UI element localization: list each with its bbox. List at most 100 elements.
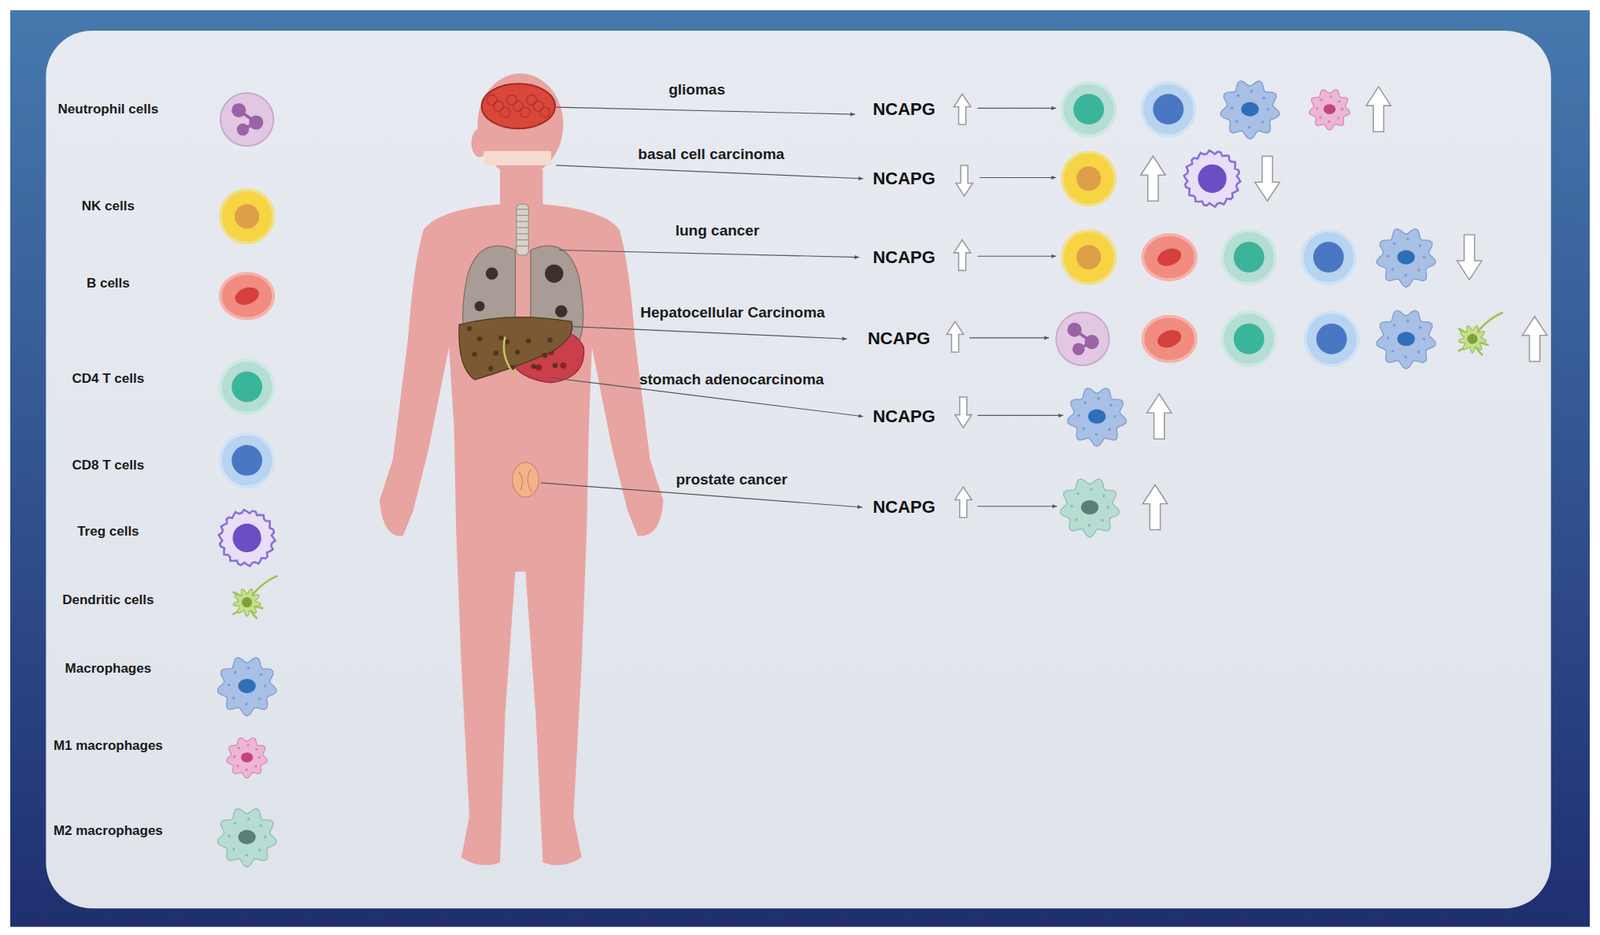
gene-label: NCAPG — [867, 328, 930, 349]
tumor-spot — [544, 264, 563, 283]
cd4-cell — [1222, 230, 1275, 284]
granule — [233, 821, 238, 825]
link-line — [977, 107, 1056, 109]
nucleus — [1323, 103, 1336, 115]
infiltration-arrow — [1522, 316, 1547, 362]
granule — [1417, 350, 1421, 354]
granule — [233, 755, 237, 759]
cell-body — [1304, 312, 1358, 366]
cell-body — [1309, 89, 1350, 130]
granule — [1422, 337, 1426, 341]
expression-arrow — [955, 486, 972, 518]
granule — [1403, 355, 1408, 359]
granule — [236, 763, 240, 767]
expression-arrow — [946, 321, 963, 352]
nucleus-link — [1074, 329, 1093, 350]
cell-body — [1184, 150, 1241, 208]
infiltration-arrow — [1255, 155, 1280, 201]
trachea-ring — [516, 245, 530, 247]
legend-label: Dendritic cells — [62, 592, 154, 608]
cell-body — [1142, 316, 1196, 362]
legend-label: M2 macrophages — [53, 822, 163, 839]
nucleus — [232, 284, 261, 308]
frame — [10, 10, 1590, 927]
legend-label: Treg cells — [77, 523, 139, 540]
granule — [1248, 125, 1252, 130]
cell-body — [1302, 230, 1356, 284]
cell-body — [1141, 82, 1195, 136]
granule — [1100, 518, 1104, 523]
cell-body — [220, 273, 274, 319]
m2-cell — [218, 808, 277, 867]
brain-fold — [500, 107, 511, 118]
link-line — [977, 505, 1057, 507]
link-line-head — [1058, 413, 1063, 418]
nucleus — [240, 751, 253, 763]
granule — [1237, 94, 1241, 98]
m2-cell — [1060, 478, 1119, 538]
granule — [1070, 504, 1074, 508]
tumor-spot — [535, 364, 542, 371]
tumor-spot — [474, 300, 486, 312]
prostate — [512, 462, 540, 497]
legend-label: CD8 T cells — [72, 457, 145, 474]
granule — [1106, 505, 1110, 509]
liver-spot — [498, 335, 504, 341]
b-cell — [220, 273, 274, 319]
cell-body — [1060, 478, 1119, 538]
granule — [244, 702, 249, 706]
gene-label: NCAPG — [872, 168, 935, 189]
dc-cell — [233, 575, 278, 619]
legend-label: B cells — [86, 275, 130, 292]
cancer-label: prostate cancer — [675, 470, 788, 489]
leader-line — [573, 326, 847, 340]
mac-cell — [218, 657, 277, 716]
body-silhouette — [379, 169, 663, 865]
granule — [232, 696, 236, 700]
granule — [1392, 323, 1397, 327]
trachea-ring — [516, 208, 530, 210]
granule — [263, 835, 267, 839]
brain — [481, 83, 556, 129]
granule — [1327, 120, 1331, 124]
link-line — [979, 177, 1056, 178]
link-line — [977, 255, 1056, 257]
cell-body — [218, 657, 277, 716]
cell-body — [1220, 81, 1279, 140]
granule — [1340, 107, 1345, 112]
cancer-label: gliomas — [668, 81, 726, 99]
mac-cell — [1377, 310, 1436, 369]
granule — [1088, 523, 1092, 527]
cd8-cell — [1304, 312, 1358, 366]
granule — [1250, 89, 1254, 93]
infiltration-arrow — [1142, 485, 1167, 530]
granule — [259, 673, 263, 677]
nucleus — [238, 678, 256, 693]
leader-line-head — [854, 255, 860, 260]
granule — [1318, 116, 1323, 120]
trachea-ring — [516, 221, 530, 223]
liver-spot — [525, 338, 531, 344]
cell-body — [1222, 312, 1275, 366]
liver — [459, 317, 573, 380]
cell-body — [220, 359, 274, 413]
granule — [1081, 426, 1086, 430]
cell-body — [1377, 310, 1436, 369]
granule — [1422, 255, 1426, 260]
granule — [237, 746, 241, 750]
granule — [1096, 396, 1100, 400]
liver-spot — [514, 349, 520, 355]
granule — [1113, 414, 1117, 419]
nucleus — [1233, 323, 1265, 355]
nucleus — [1088, 409, 1106, 424]
nucleus-link — [238, 110, 256, 130]
granule — [244, 853, 249, 857]
cell-body — [1067, 388, 1126, 447]
gene-label: NCAPG — [872, 496, 935, 518]
nucleus — [1197, 164, 1226, 193]
legend-label: NK cells — [81, 198, 135, 215]
granule — [1391, 267, 1395, 271]
cell-body — [1055, 312, 1109, 366]
nucleus — [1076, 166, 1101, 191]
